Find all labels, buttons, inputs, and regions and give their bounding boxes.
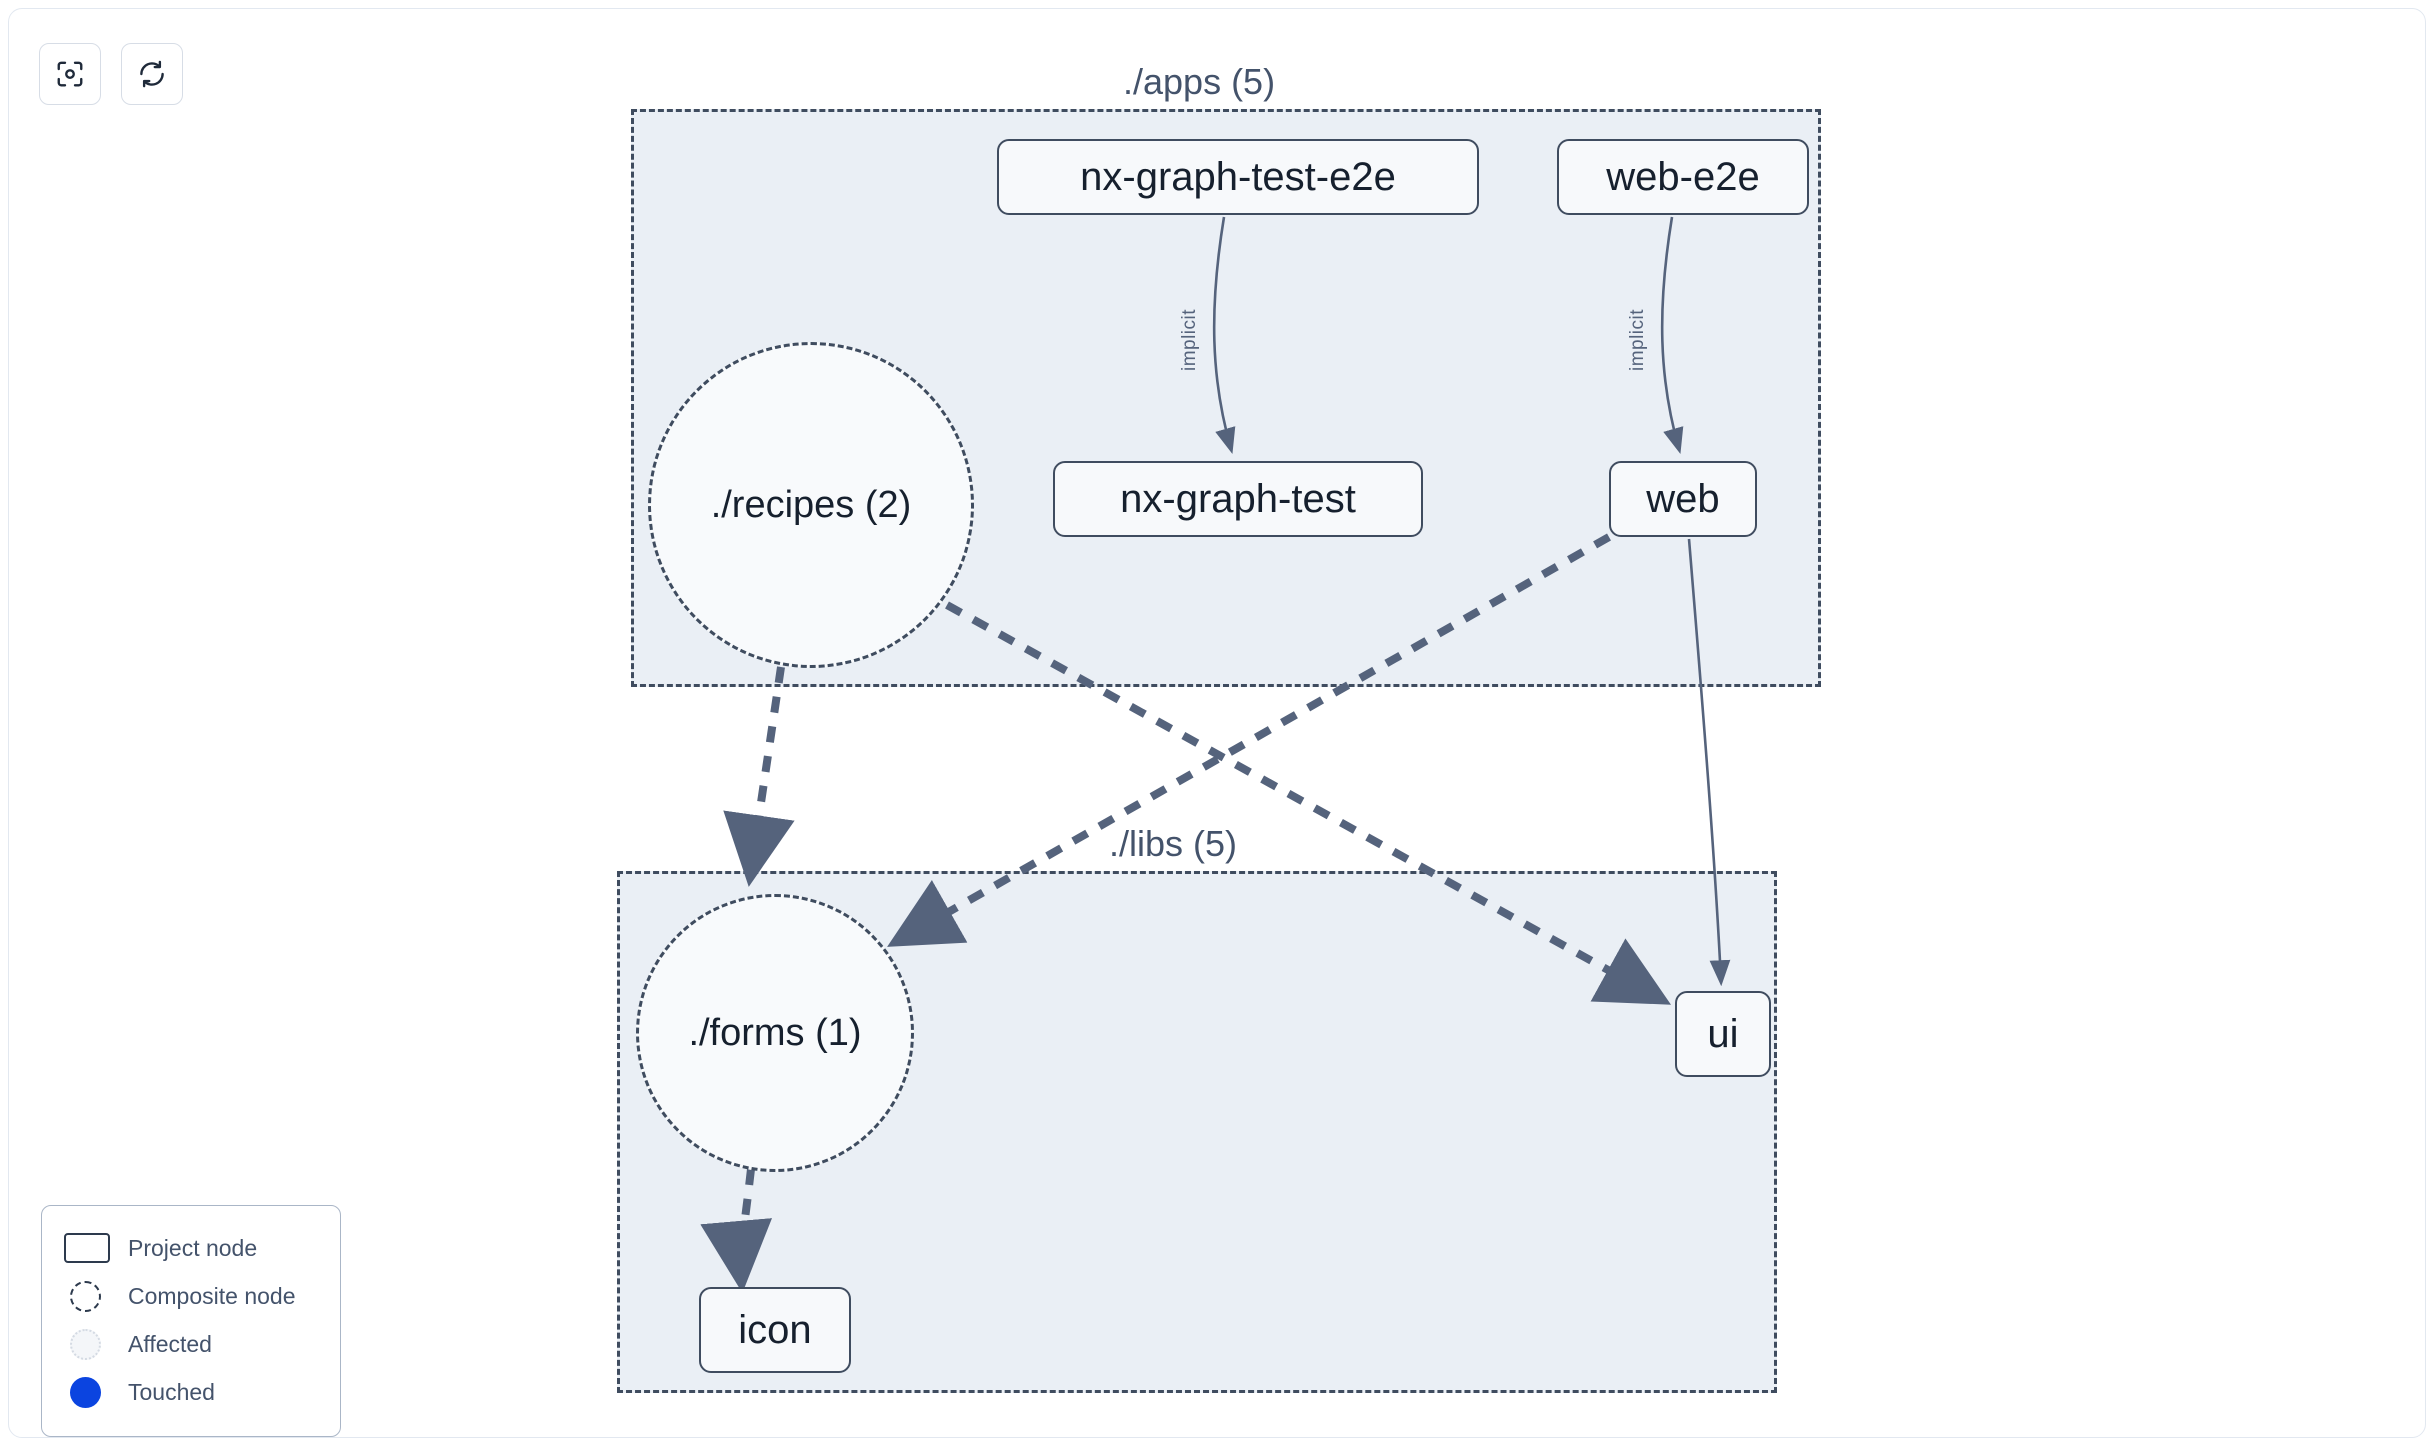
graph-app-card: ./apps (5) ./libs (5)	[8, 8, 2426, 1438]
composite-node-recipes[interactable]: ./recipes (2)	[648, 342, 974, 668]
legend-item-touched: Touched	[64, 1368, 320, 1416]
affected-swatch	[64, 1328, 118, 1360]
composite-node-forms[interactable]: ./forms (1)	[636, 894, 914, 1172]
group-label-apps: ./apps (5)	[1123, 61, 1276, 102]
focus-target-icon	[55, 59, 85, 89]
project-node-icon[interactable]: icon	[699, 1287, 851, 1373]
project-node-nx-graph-test-e2e[interactable]: nx-graph-test-e2e	[997, 139, 1479, 215]
graph-toolbar	[39, 43, 183, 105]
graph-legend: Project node Composite node Affected Tou…	[41, 1205, 341, 1437]
legend-item-affected: Affected	[64, 1320, 320, 1368]
edge-recipes-to-forms	[723, 666, 795, 887]
legend-item-project-node: Project node	[64, 1224, 320, 1272]
project-node-web[interactable]: web	[1609, 461, 1757, 537]
composite-node-swatch	[64, 1280, 118, 1312]
legend-label-composite-node: Composite node	[128, 1282, 296, 1309]
group-label-libs: ./libs (5)	[1109, 823, 1238, 864]
project-node-ui[interactable]: ui	[1675, 991, 1771, 1077]
legend-item-composite-node: Composite node	[64, 1272, 320, 1320]
project-node-web-e2e[interactable]: web-e2e	[1557, 139, 1809, 215]
refresh-graph-button[interactable]	[121, 43, 183, 105]
project-node-nx-graph-test[interactable]: nx-graph-test	[1053, 461, 1423, 537]
edge-label-implicit-nx-graph-test: implicit	[1179, 308, 1201, 372]
project-node-swatch	[64, 1233, 118, 1263]
legend-label-project-node: Project node	[128, 1234, 258, 1261]
edge-label-implicit-web: implicit	[1627, 308, 1649, 372]
refresh-icon	[137, 59, 167, 89]
touched-swatch	[64, 1376, 118, 1408]
legend-label-touched: Touched	[128, 1378, 215, 1405]
dependency-graph-canvas[interactable]: ./apps (5) ./libs (5)	[9, 9, 2425, 1437]
focus-graph-button[interactable]	[39, 43, 101, 105]
legend-label-affected: Affected	[128, 1330, 212, 1357]
